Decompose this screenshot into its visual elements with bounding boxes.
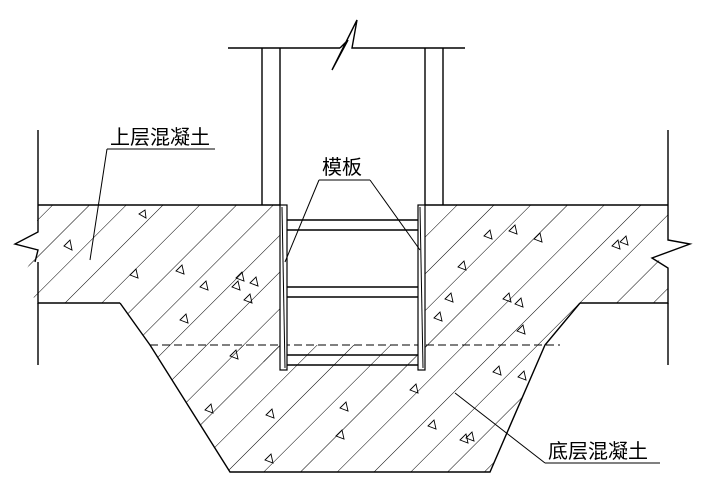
formwork [279,204,426,371]
upper-column [228,19,465,205]
aggregate-marks [63,209,629,464]
concrete-outline [13,204,693,473]
bottom-concrete-label: 底层混凝土 [548,439,648,463]
formwork-label: 模板 [322,155,362,179]
upper-concrete-label: 上层混凝土 [110,125,210,149]
leader-lines [89,148,660,464]
side-walls [37,130,669,365]
